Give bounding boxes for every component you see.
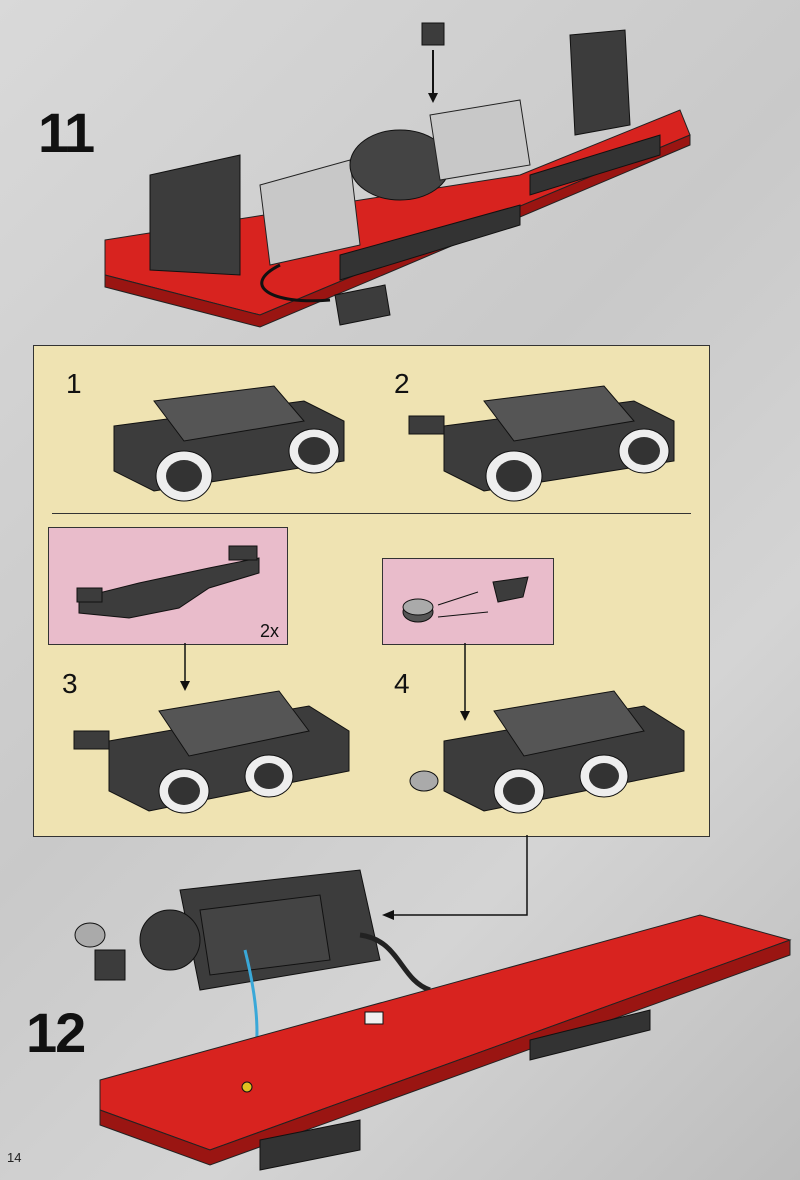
step-11-model-illustration xyxy=(104,22,691,328)
step-number-12: 12 xyxy=(26,1001,86,1064)
magnet-coupling-illustration xyxy=(402,576,529,623)
substep-number-2: 2 xyxy=(394,368,410,399)
substep-number-3: 3 xyxy=(62,668,78,699)
arrow-3 xyxy=(180,643,190,691)
arrow-4 xyxy=(460,643,470,721)
motor-chassis-illustration-1 xyxy=(113,385,345,502)
callout-coupling-part xyxy=(382,558,554,645)
motor-with-coupling-illustration-4 xyxy=(409,690,685,814)
quantity-label: 2x xyxy=(259,621,279,641)
panel-to-step-12-arrow xyxy=(382,835,528,920)
substep-number-1: 1 xyxy=(66,368,82,399)
motor-chassis-illustration-2 xyxy=(408,385,675,502)
substep-number-4: 4 xyxy=(394,668,410,699)
page-number: 14 xyxy=(7,1150,22,1165)
substeps-panel: 1 2 2x 3 4 xyxy=(33,345,710,837)
bogie-part-illustration xyxy=(76,545,260,619)
step-12-model-illustration xyxy=(74,869,792,1171)
callout-bogie-part: 2x xyxy=(48,527,288,645)
motor-with-bogies-illustration-3 xyxy=(73,690,350,814)
step-number-11: 11 xyxy=(38,101,95,164)
substep-divider xyxy=(52,513,691,514)
